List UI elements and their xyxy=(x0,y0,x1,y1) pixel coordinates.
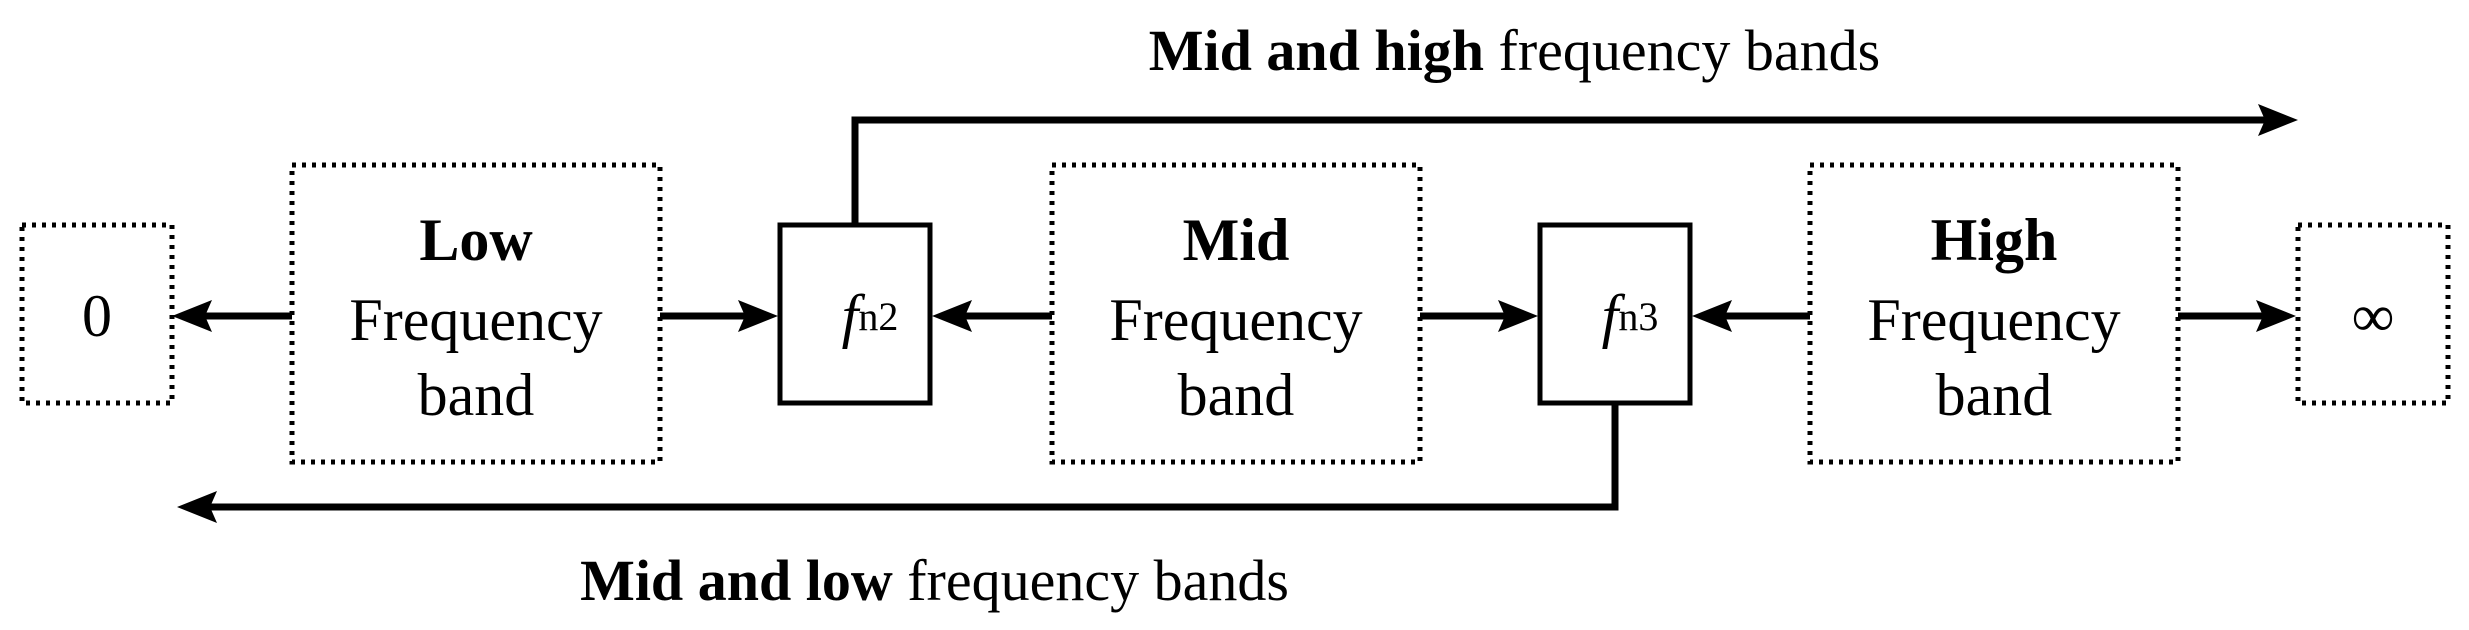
fn3-subscript: n3 xyxy=(1618,294,1658,339)
mid-band-box-border xyxy=(1049,162,1423,465)
mid-and-high-caption-bold: Mid and high xyxy=(1149,18,1484,83)
mid-band-line2: Frequency xyxy=(1109,287,1362,353)
high-band-line3: band xyxy=(1936,362,2053,428)
zero-box-border xyxy=(19,222,175,406)
low-band-line3: band xyxy=(418,362,535,428)
infinity-label: ∞ xyxy=(2352,283,2395,349)
fn3-box-border xyxy=(1537,222,1693,406)
connectors xyxy=(172,104,2298,523)
high-band-box-border xyxy=(1807,162,2181,465)
mid-and-low-caption-bold: Mid and low xyxy=(580,548,893,613)
infinity-node: ∞ xyxy=(2295,222,2451,406)
fn3-node: fn3 xyxy=(1497,222,1734,406)
mid-band-line3: band xyxy=(1178,362,1295,428)
mid-and-high-caption-normal: frequency bands xyxy=(1484,18,1880,83)
fn3-label: fn3 xyxy=(1497,283,1734,349)
fn2-box-border xyxy=(777,222,933,406)
mid-and-low-caption-normal: frequency bands xyxy=(893,548,1289,613)
arrowhead-mid-and-high-output xyxy=(2258,104,2298,136)
path-mid-and-low-output xyxy=(210,404,1619,511)
fn2-label: fn2 xyxy=(737,283,974,349)
zero-label: 0 xyxy=(82,283,112,349)
low-band-line2: Frequency xyxy=(349,287,602,353)
fn2-subscript: n2 xyxy=(858,294,898,339)
arrowhead-mid-to-fn3 xyxy=(1498,300,1538,332)
arrowhead-mid-to-fn2 xyxy=(932,300,972,332)
high-band-node: High Frequency band xyxy=(1807,162,2181,465)
arrowhead-low-to-zero xyxy=(172,300,212,332)
mid-and-high-caption: Mid and high frequency bands xyxy=(1076,18,1923,83)
arrowhead-mid-and-low-output xyxy=(177,491,217,523)
low-band-node: Low Frequency band xyxy=(289,162,663,465)
arrowhead-high-to-fn3 xyxy=(1692,300,1732,332)
low-band-box-border xyxy=(289,162,663,465)
high-band-line2: Frequency xyxy=(1867,287,2120,353)
fn2-node: fn2 xyxy=(737,222,974,406)
path-mid-and-high-output xyxy=(851,116,2265,225)
mid-band-title: Mid xyxy=(1183,207,1290,273)
arrowhead-low-to-fn2 xyxy=(738,300,778,332)
low-band-title: Low xyxy=(419,207,533,273)
arrowhead-high-to-infinity xyxy=(2256,300,2296,332)
high-band-title: High xyxy=(1931,207,2058,273)
infinity-box-border xyxy=(2295,222,2451,406)
mid-band-node: Mid Frequency band xyxy=(1049,162,1423,465)
mid-and-low-caption: Mid and low frequency bands xyxy=(508,548,1333,613)
zero-node: 0 xyxy=(19,222,175,406)
